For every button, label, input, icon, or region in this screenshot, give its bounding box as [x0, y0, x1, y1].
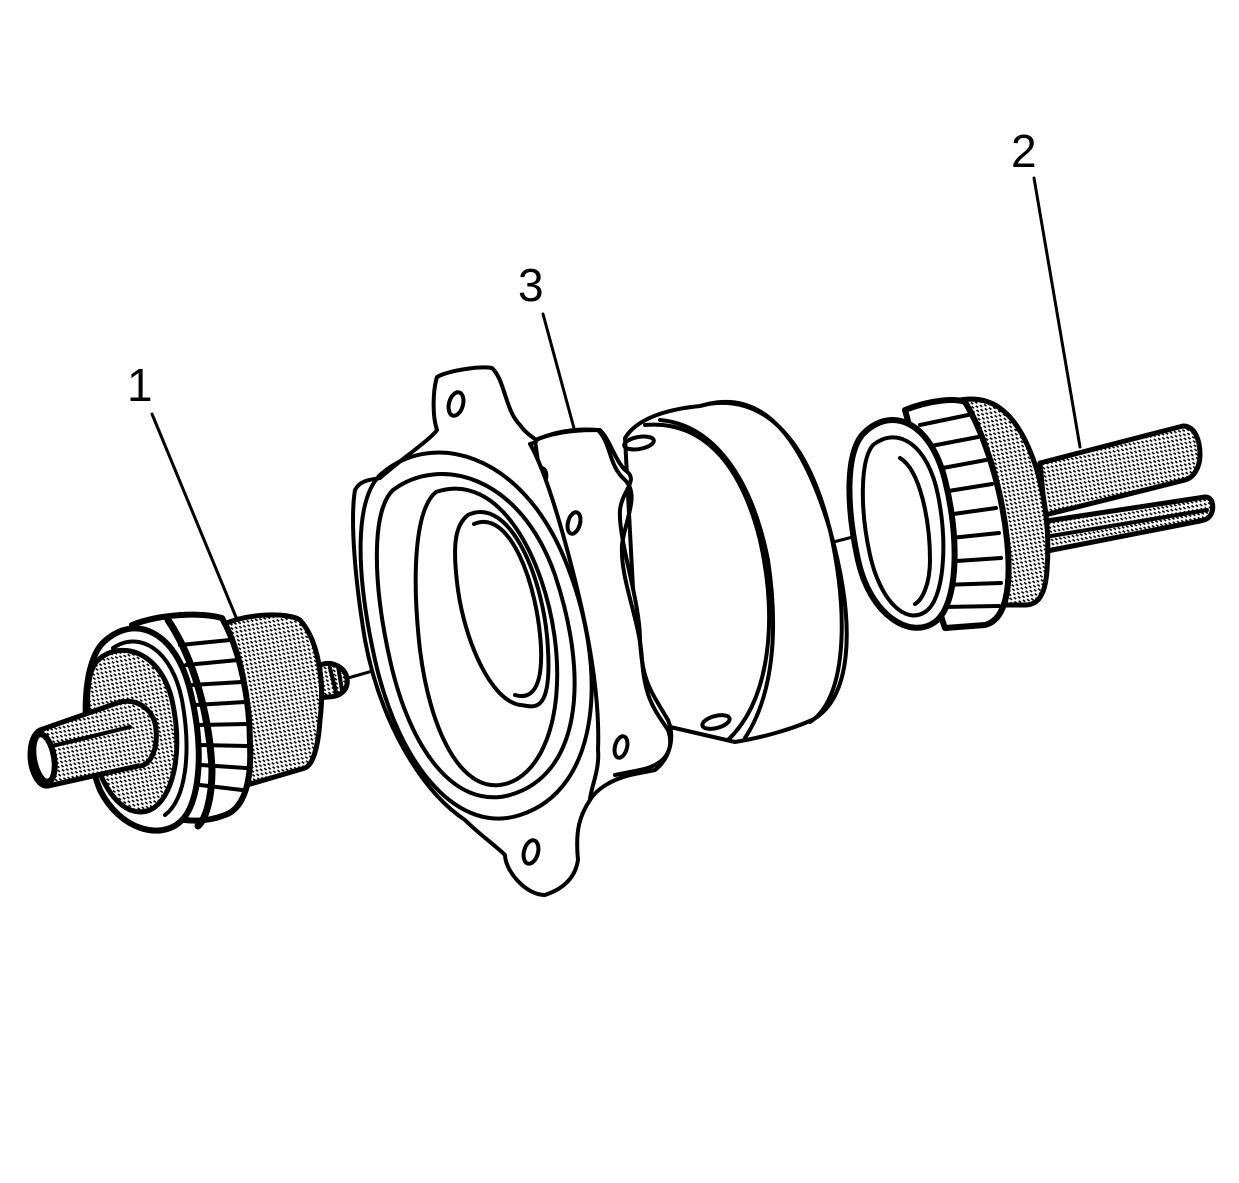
- housing: [351, 365, 849, 897]
- callout-2: 2: [1011, 125, 1037, 177]
- roller-slats: [178, 638, 249, 792]
- leader-line-3: [541, 312, 577, 434]
- callout-3: 3: [518, 259, 544, 311]
- leader-line-1: [150, 412, 240, 624]
- callout-1: 1: [127, 359, 153, 411]
- leader-line-2: [1032, 176, 1082, 449]
- driver-handle-right: [846, 396, 1216, 631]
- bearing-installer-left: [27, 611, 350, 834]
